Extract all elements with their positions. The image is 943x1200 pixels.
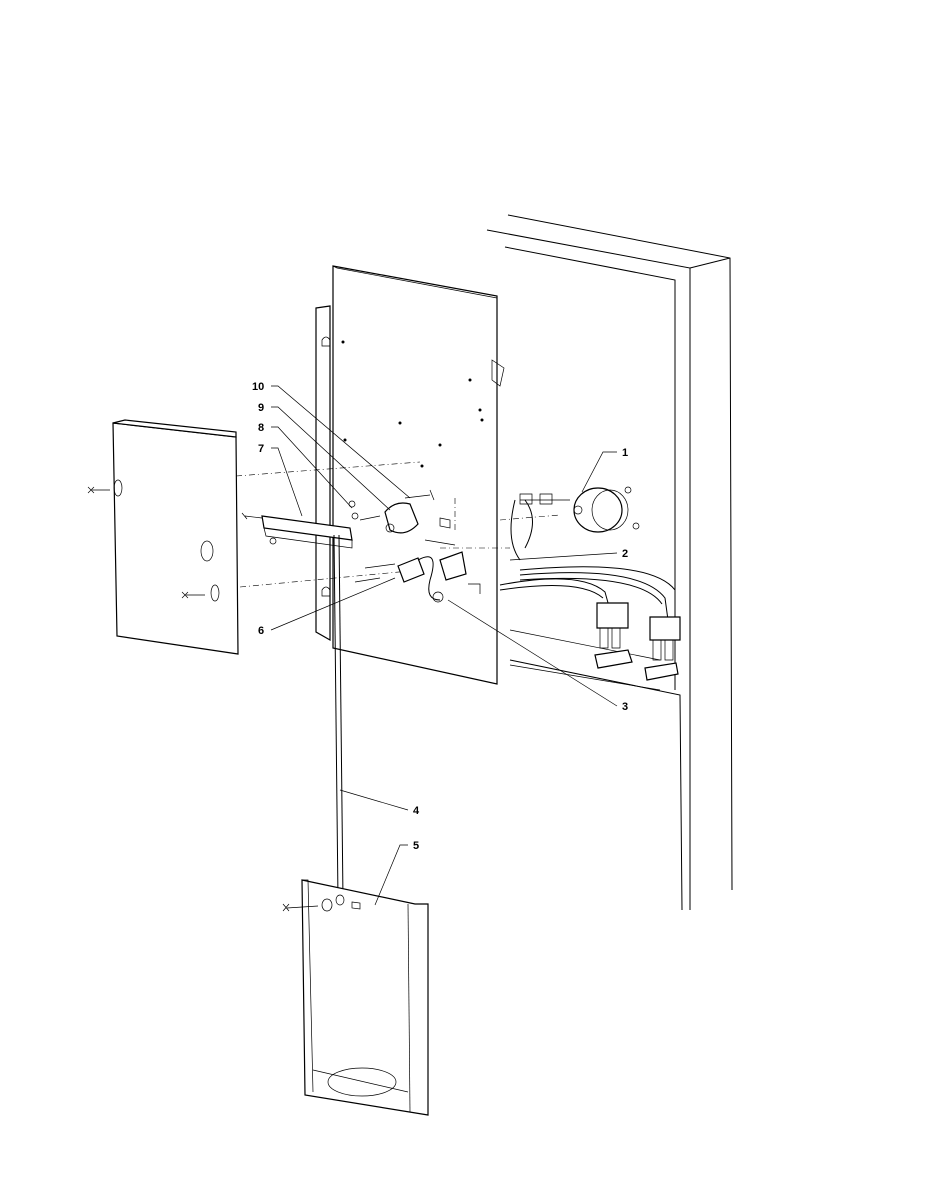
mounting-panel: [315, 265, 505, 685]
callout-4: 4: [413, 805, 420, 817]
door-flap: [282, 879, 429, 1116]
callout-3: 3: [622, 701, 628, 713]
timer-motor: [510, 486, 640, 561]
callout-6: 6: [258, 625, 264, 637]
callout-1: 1: [622, 447, 628, 459]
actuator-assembly: [348, 489, 481, 603]
callout-8: 8: [258, 422, 264, 434]
callout-7: 7: [258, 443, 264, 455]
callout-10: 10: [252, 381, 264, 393]
callout-leaders: [270, 385, 618, 906]
front-cover: [87, 419, 239, 655]
cabinet-frame: [486, 214, 733, 911]
callout-2: 2: [622, 548, 628, 560]
callout-5: 5: [413, 840, 419, 852]
callout-9: 9: [258, 402, 264, 414]
callout-labels: 1 2 3 4 5 6 7 8 9 10: [252, 381, 628, 852]
actuator-rod: [333, 534, 344, 901]
alignment-lines: [235, 461, 561, 588]
bracket: [241, 512, 353, 549]
wiring-harness: [499, 566, 681, 681]
